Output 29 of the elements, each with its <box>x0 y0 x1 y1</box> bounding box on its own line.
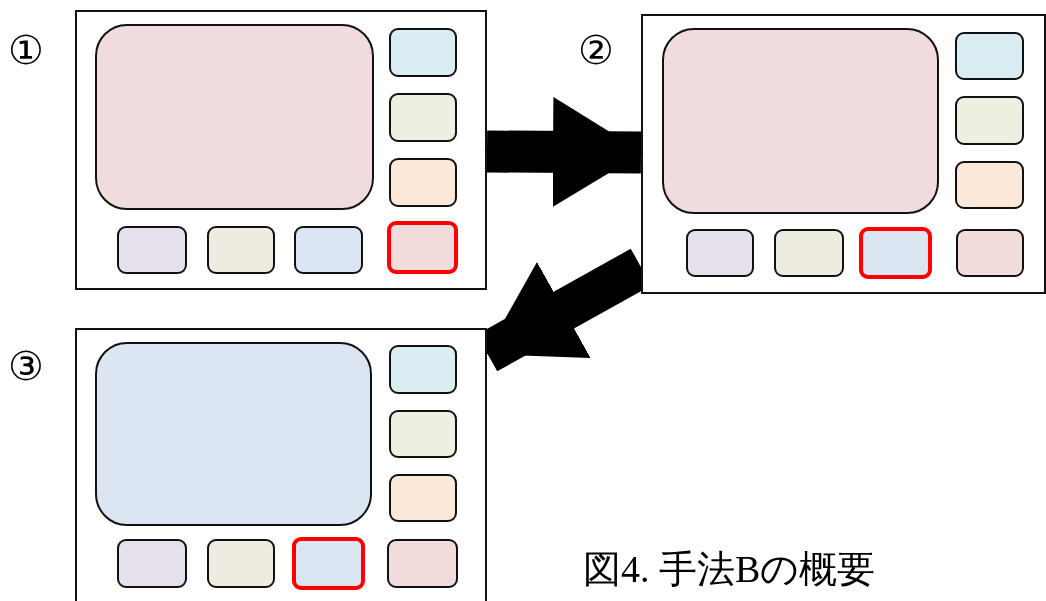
screen-tile <box>389 474 457 522</box>
screen-tile <box>387 539 458 588</box>
screen-tile <box>389 28 457 77</box>
step-number: ① <box>8 28 44 72</box>
highlighted-tile <box>387 221 458 274</box>
block-arrow <box>486 96 643 207</box>
screen-tile <box>956 229 1024 277</box>
screen-tile <box>389 345 457 394</box>
step-number: ③ <box>8 344 44 388</box>
screen-tile <box>774 229 844 277</box>
screen-tile <box>955 32 1024 80</box>
screen-tile <box>117 539 187 588</box>
screen-tile <box>117 226 187 274</box>
screen-tile <box>207 539 275 588</box>
figure-caption: 図4. 手法Bの概要 <box>583 547 876 592</box>
screen-tile <box>389 410 457 458</box>
highlighted-tile <box>292 537 365 590</box>
screen-tile <box>686 229 754 277</box>
screen-tile <box>389 158 457 207</box>
display-area <box>95 24 374 210</box>
display-area <box>662 28 939 214</box>
screen-tile <box>294 226 363 274</box>
step-number: ② <box>578 28 614 72</box>
screen-tile <box>955 96 1024 145</box>
display-area <box>95 342 372 526</box>
screen-tile <box>389 93 457 142</box>
screen-tile <box>955 161 1024 209</box>
highlighted-tile <box>859 227 932 279</box>
screen-tile <box>207 226 275 274</box>
